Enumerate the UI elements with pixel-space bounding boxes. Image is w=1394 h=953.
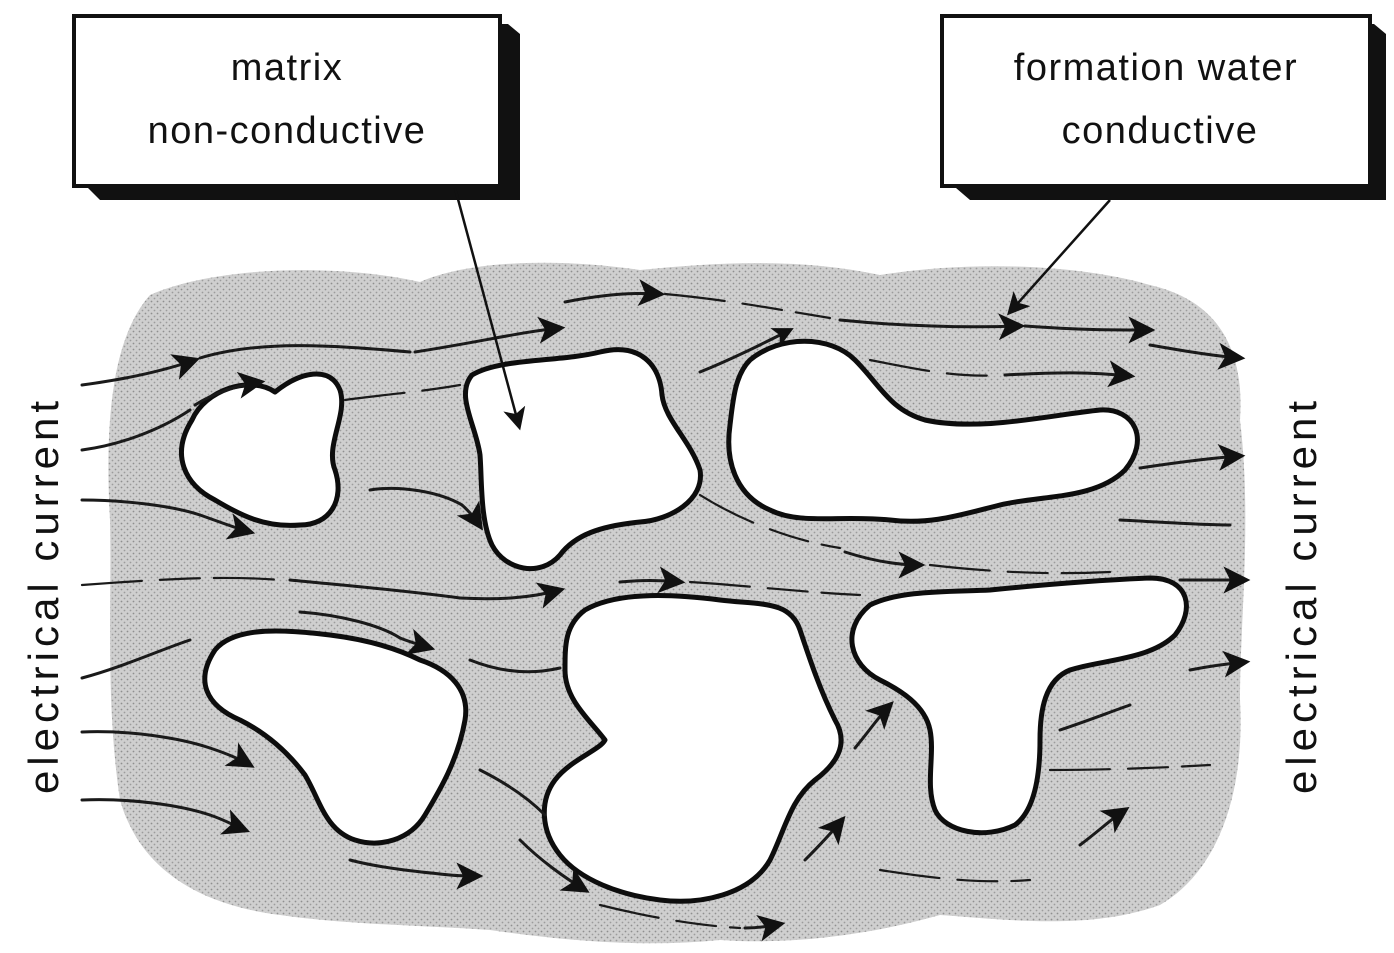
electrical-current-right-label: electrical current — [1278, 396, 1325, 794]
formation-water-label-line1: formation water — [1014, 47, 1298, 89]
formation-water-label-line2: conductive — [1062, 110, 1259, 152]
matrix-label-line1: matrix — [231, 47, 343, 89]
electrical-current-left-label: electrical current — [20, 396, 67, 794]
matrix-label-line2: non-conductive — [148, 110, 427, 152]
matrix-label-box: matrix non-conductive — [74, 16, 520, 200]
formation-water-label-box: formation water conductive — [942, 16, 1386, 200]
